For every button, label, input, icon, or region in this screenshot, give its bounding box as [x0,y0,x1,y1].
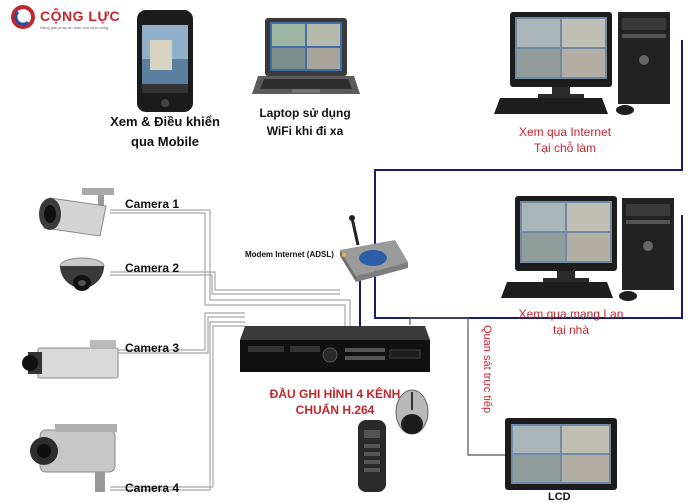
pc-internet-label-line1: Xem qua Internet [518,125,612,139]
line-camera-4 [110,321,245,491]
remote-icon [358,420,386,492]
modem-icon [340,215,408,282]
line-camera-3 [110,312,245,351]
logo-tagline: Nâng giải pháp an toàn cho cuộc sống [40,25,109,30]
modem-label: Modem Internet (ADSL) [245,250,334,259]
mobile-phone-icon [137,10,193,112]
camera-4-icon [30,424,117,492]
laptop-label-line1: Laptop sử dụng [259,106,351,120]
camera-4-label: Camera 4 [125,481,180,495]
laptop-label: Laptop sử dụng WiFi khi đi xa [240,104,370,140]
pc-lan-label: Xem qua mạng Lan tại nhà [496,306,646,338]
laptop-icon [252,18,360,94]
pc-lan-label-line1: Xem qua mạng Lan [518,307,624,321]
pc-lan-icon [501,196,674,301]
line-lan-pc [374,215,683,319]
dvr-icon [240,326,430,372]
camera-2-label: Camera 2 [125,261,180,275]
mobile-label-line1: Xem & Điều khiển [110,114,220,129]
direct-view-label: Quan sát trực tiếp [481,325,493,414]
camera-lines [110,209,351,491]
line-camera-1b [110,212,346,330]
lcd-monitor-icon [505,418,617,490]
dvr-label: ĐẦU GHI HÌNH 4 KÊNH CHUẨN H.264 [235,386,435,418]
mouse-icon [395,389,429,435]
lcd-label: LCD [548,491,571,503]
line-camera-2 [110,271,340,291]
line-camera-1 [110,209,351,330]
line-camera-2b [110,274,340,295]
mobile-label-line2: qua Mobile [131,134,199,149]
dvr-label-line1: ĐẦU GHI HÌNH 4 KÊNH [269,387,401,401]
pc-internet-icon [494,12,670,115]
line-internet-pc [374,40,683,245]
direct-view-line [409,317,505,456]
dvr-label-line2: CHUẨN H.264 [295,403,375,417]
pc-lan-label-line2: tại nhà [552,323,590,337]
pc-internet-label-line2: Tại chỗ làm [533,141,597,155]
mobile-label: Xem & Điều khiển qua Mobile [95,112,235,152]
camera-2-icon [59,257,105,291]
line-camera-4b [110,325,245,488]
line-camera-3b [110,316,245,354]
pc-internet-label: Xem qua Internet Tại chỗ làm [490,124,640,156]
logo-name: CỘNG LỰC [40,8,121,24]
camera-1-icon [39,188,114,237]
laptop-label-line2: WiFi khi đi xa [266,124,344,138]
camera-3-label: Camera 3 [125,341,180,355]
camera-3-icon [22,340,119,379]
logo-mark [11,5,35,29]
camera-1-label: Camera 1 [125,197,180,211]
